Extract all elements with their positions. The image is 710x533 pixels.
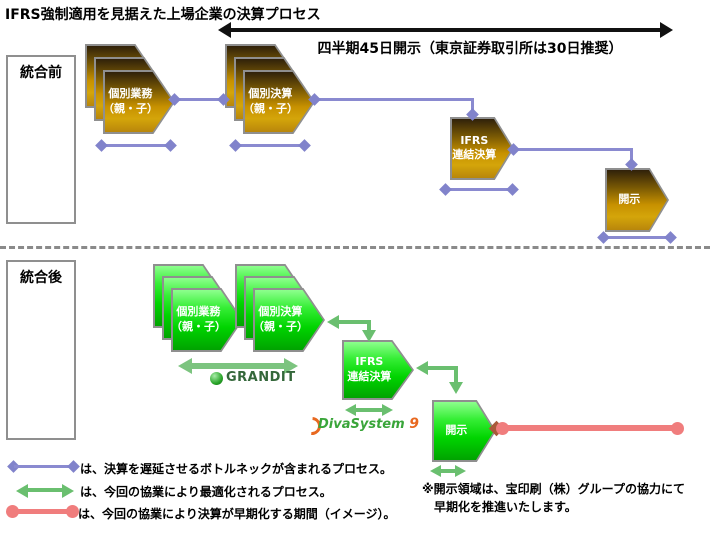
green-arrowhead-left-icon [327, 315, 339, 329]
green-connector-2h [428, 366, 458, 370]
before-kobetsu-kessan-shape: 個別決算（親・子） [243, 70, 315, 134]
purple-connector-2h [314, 98, 474, 101]
before-kobetsu-kessan-line1: 個別決算 [248, 87, 293, 101]
before-box: 統合前 [6, 55, 76, 224]
green-arrowhead-down-icon [362, 330, 376, 342]
legend-accelerated-text: は、今回の協業により決算が早期化する期間（イメージ）。 [78, 507, 396, 521]
grandit-arrowhead-left-icon [178, 358, 192, 374]
bottleneck-span-1 [102, 144, 170, 147]
divasystem-version: 9 [409, 416, 419, 432]
after-kaiji-label: 開示 [445, 423, 468, 437]
diamond-endpoint-icon [506, 183, 519, 196]
diamond-endpoint-icon [298, 139, 311, 152]
legend-green-arrowhead-icon [62, 484, 74, 498]
after-kobetsu-kessan-shape: 個別決算（親・子） [253, 288, 325, 352]
accelerated-period-line [503, 425, 675, 431]
page-title: IFRS強制適用を見据えた上場企業の決算プロセス [5, 7, 321, 23]
before-box-label: 統合前 [20, 65, 62, 81]
grandit-logo: GRANDIT [226, 370, 296, 385]
before-ifrs-line1: IFRS [460, 133, 489, 147]
green-arrowhead-left-icon [430, 465, 441, 477]
after-kaiji-shape: 開示 [432, 400, 496, 462]
bottleneck-span-3 [446, 188, 512, 191]
after-kobetsu-kessan-line2: （親・子） [253, 320, 308, 333]
diamond-endpoint-icon [439, 183, 452, 196]
section-divider [0, 246, 710, 249]
legend-optimized-text: は、今回の協業により最適化されるプロセス。 [80, 485, 332, 499]
bottleneck-span-4 [604, 236, 670, 239]
before-kobetsu-gyomu-line2: （親・子） [103, 102, 158, 115]
note-line2: 早期化を推進いたします。 [434, 500, 577, 514]
timeline-arrow-line [230, 28, 664, 32]
purple-connector-3h [513, 148, 633, 151]
before-kaiji-shape: 開示 [605, 168, 669, 232]
before-kobetsu-gyomu-shape: 個別業務（親・子） [103, 70, 175, 134]
timeline-arrowhead-right-icon [660, 22, 673, 38]
purple-connector-1 [173, 98, 225, 101]
after-ifrs-line1: IFRS [355, 355, 384, 369]
after-kobetsu-gyomu-line1: 個別業務 [176, 305, 221, 319]
divasystem-name: DivaSystem [318, 417, 405, 432]
bottleneck-span-2 [236, 144, 304, 147]
diamond-endpoint-icon [597, 231, 610, 244]
before-kaiji-label: 開示 [618, 192, 641, 206]
diamond-endpoint-icon [164, 139, 177, 152]
after-ifrs-line2: 連結決算 [347, 370, 392, 383]
legend-bottleneck-text: は、決算を遅延させるボトルネックが含まれるプロセス。 [80, 462, 393, 476]
legend-purple-line [14, 465, 74, 468]
green-connector-1h [339, 320, 371, 324]
before-kobetsu-gyomu-line1: 個別業務 [108, 87, 153, 101]
timeline-label: 四半期45日開示（東京証券取引所は30日推奨） [317, 41, 623, 57]
after-box: 統合後 [6, 260, 76, 440]
kaiji-span-line [441, 469, 455, 473]
timeline-arrowhead-left-icon [218, 22, 231, 38]
after-box-label: 統合後 [20, 270, 62, 286]
green-arrowhead-left-icon [345, 404, 356, 416]
grandit-span-line [192, 363, 284, 369]
after-kobetsu-gyomu-shape: 個別業務（親・子） [171, 288, 243, 352]
legend-green-arrowhead-icon [16, 484, 28, 498]
legend-green-line [28, 488, 62, 492]
diamond-endpoint-icon [229, 139, 242, 152]
grandit-arrowhead-right-icon [284, 358, 298, 374]
grandit-sphere-icon [210, 372, 223, 385]
purple-connector-3v [630, 148, 633, 164]
before-kobetsu-kessan-line2: （親・子） [243, 102, 298, 115]
legend-red-line [13, 509, 73, 514]
purple-connector-2v [471, 98, 474, 114]
green-connector-2v [454, 366, 458, 382]
green-arrowhead-down-icon [449, 382, 463, 394]
green-arrowhead-right-icon [455, 465, 466, 477]
ifrs-span-line [356, 408, 382, 412]
legend-diamond-icon [67, 460, 80, 473]
green-connector-1v [367, 320, 371, 330]
after-kobetsu-gyomu-line2: （親・子） [171, 320, 226, 333]
after-kobetsu-kessan-line1: 個別決算 [258, 305, 303, 319]
before-ifrs-line2: 連結決算 [452, 148, 497, 162]
red-line-right-cap-icon [671, 422, 684, 435]
legend-red-cap-icon [66, 505, 79, 518]
diamond-endpoint-icon [664, 231, 677, 244]
legend-red-cap-icon [6, 505, 19, 518]
diamond-endpoint-icon [95, 139, 108, 152]
divasystem-logo: DivaSystem 9 [318, 416, 419, 432]
note-line1: ※開示領域は、宝印刷（株）グループの協力にて [422, 482, 685, 496]
green-arrowhead-left-icon [416, 361, 428, 375]
green-arrowhead-right-icon [382, 404, 393, 416]
